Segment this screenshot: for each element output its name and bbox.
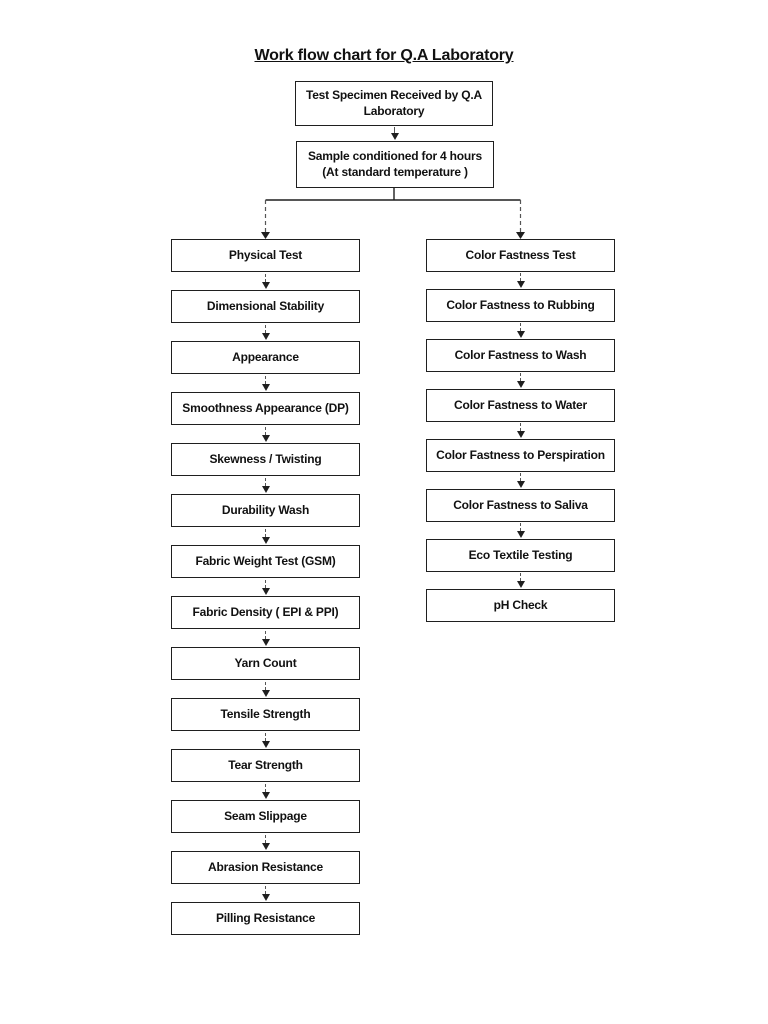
flow-node-color-fastness-test: Color Fastness Test [426, 239, 615, 272]
node-label: Color Fastness to Perspiration [436, 447, 605, 462]
flow-node-abrasion-resistance: Abrasion Resistance [171, 851, 360, 884]
node-label: Durability Wash [221, 502, 310, 517]
flow-node-cf-rubbing: Color Fastness to Rubbing [426, 289, 615, 322]
flow-node-appearance: Appearance [171, 341, 360, 374]
arrow-head [390, 133, 399, 140]
node-label: Eco Textile Testing [468, 547, 573, 562]
node-label: Color Fastness to Rubbing [446, 297, 595, 312]
down-arrow-icon [390, 127, 399, 140]
node-label: Tear Strength [228, 757, 303, 772]
arrow-head [261, 232, 270, 239]
down-arrow-icon [516, 273, 525, 288]
flow-node-fabric-weight-test: Fabric Weight Test (GSM) [171, 545, 360, 578]
down-arrow-icon [261, 376, 270, 391]
node-label: Tensile Strength [220, 706, 311, 721]
flow-node-skewness-twisting: Skewness / Twisting [171, 443, 360, 476]
flow-node-start-line1: Test Specimen Received by Q.A [305, 87, 483, 102]
down-arrow-icon [261, 478, 270, 493]
flow-node-durability-wash: Durability Wash [171, 494, 360, 527]
node-label: Color Fastness to Wash [454, 347, 587, 362]
flow-node-pilling-resistance: Pilling Resistance [171, 902, 360, 935]
flow-node-ph-check: pH Check [426, 589, 615, 622]
node-label: Fabric Weight Test (GSM) [195, 553, 336, 568]
down-arrow-icon [516, 373, 525, 388]
node-label: Yarn Count [234, 655, 297, 670]
flow-node-conditioning-line2: (At standard temperature ) [322, 164, 468, 179]
down-arrow-icon [261, 886, 270, 901]
down-arrow-icon [261, 631, 270, 646]
flow-node-cf-wash: Color Fastness to Wash [426, 339, 615, 372]
node-label: Color Fastness to Water [454, 397, 587, 412]
down-arrow-icon [261, 580, 270, 595]
page-title: Work flow chart for Q.A Laboratory [254, 47, 514, 64]
down-arrow-icon [261, 835, 270, 850]
flow-node-eco-textile-testing: Eco Textile Testing [426, 539, 615, 572]
node-label: pH Check [493, 597, 548, 612]
flow-node-start: Test Specimen Received by Q.A Laboratory [295, 81, 493, 126]
down-arrow-icon [261, 427, 270, 442]
flow-node-physical-test: Physical Test [171, 239, 360, 272]
down-arrow-icon [261, 784, 270, 799]
node-label: Physical Test [228, 247, 303, 262]
flow-node-yarn-count: Yarn Count [171, 647, 360, 680]
flow-node-dimensional-stability: Dimensional Stability [171, 290, 360, 323]
flow-node-cf-water: Color Fastness to Water [426, 389, 615, 422]
flow-node-fabric-density: Fabric Density ( EPI & PPI) [171, 596, 360, 629]
flow-node-start-line2: Laboratory [363, 103, 425, 118]
node-label: Fabric Density ( EPI & PPI) [192, 604, 339, 619]
node-label: Color Fastness Test [465, 247, 576, 262]
flow-node-smoothness-appearance: Smoothness Appearance (DP) [171, 392, 360, 425]
arrow-shaft [394, 127, 395, 133]
down-arrow-icon [516, 323, 525, 338]
down-arrow-icon [261, 529, 270, 544]
down-arrow-icon [261, 733, 270, 748]
branch-connector [261, 188, 525, 239]
node-label: Color Fastness to Saliva [453, 497, 588, 512]
node-label: Abrasion Resistance [208, 859, 323, 874]
flow-node-tear-strength: Tear Strength [171, 749, 360, 782]
down-arrow-icon [261, 274, 270, 289]
flow-node-conditioning: Sample conditioned for 4 hours (At stand… [296, 141, 494, 188]
flow-node-cf-perspiration: Color Fastness to Perspiration [426, 439, 615, 472]
arrow-head [516, 232, 525, 239]
down-arrow-icon [516, 573, 525, 588]
flow-node-seam-slippage: Seam Slippage [171, 800, 360, 833]
node-label: Smoothness Appearance (DP) [182, 400, 349, 415]
node-label: Skewness / Twisting [209, 451, 322, 466]
node-label: Seam Slippage [224, 808, 307, 823]
flow-node-cf-saliva: Color Fastness to Saliva [426, 489, 615, 522]
down-arrow-icon [261, 682, 270, 697]
node-label: Pilling Resistance [215, 910, 316, 925]
down-arrow-icon [261, 325, 270, 340]
flow-node-conditioning-line1: Sample conditioned for 4 hours [307, 148, 483, 163]
down-arrow-icon [516, 473, 525, 488]
node-label: Dimensional Stability [206, 298, 325, 313]
down-arrow-icon [516, 523, 525, 538]
node-label: Appearance [232, 349, 299, 364]
flow-node-tensile-strength: Tensile Strength [171, 698, 360, 731]
down-arrow-icon [516, 423, 525, 438]
